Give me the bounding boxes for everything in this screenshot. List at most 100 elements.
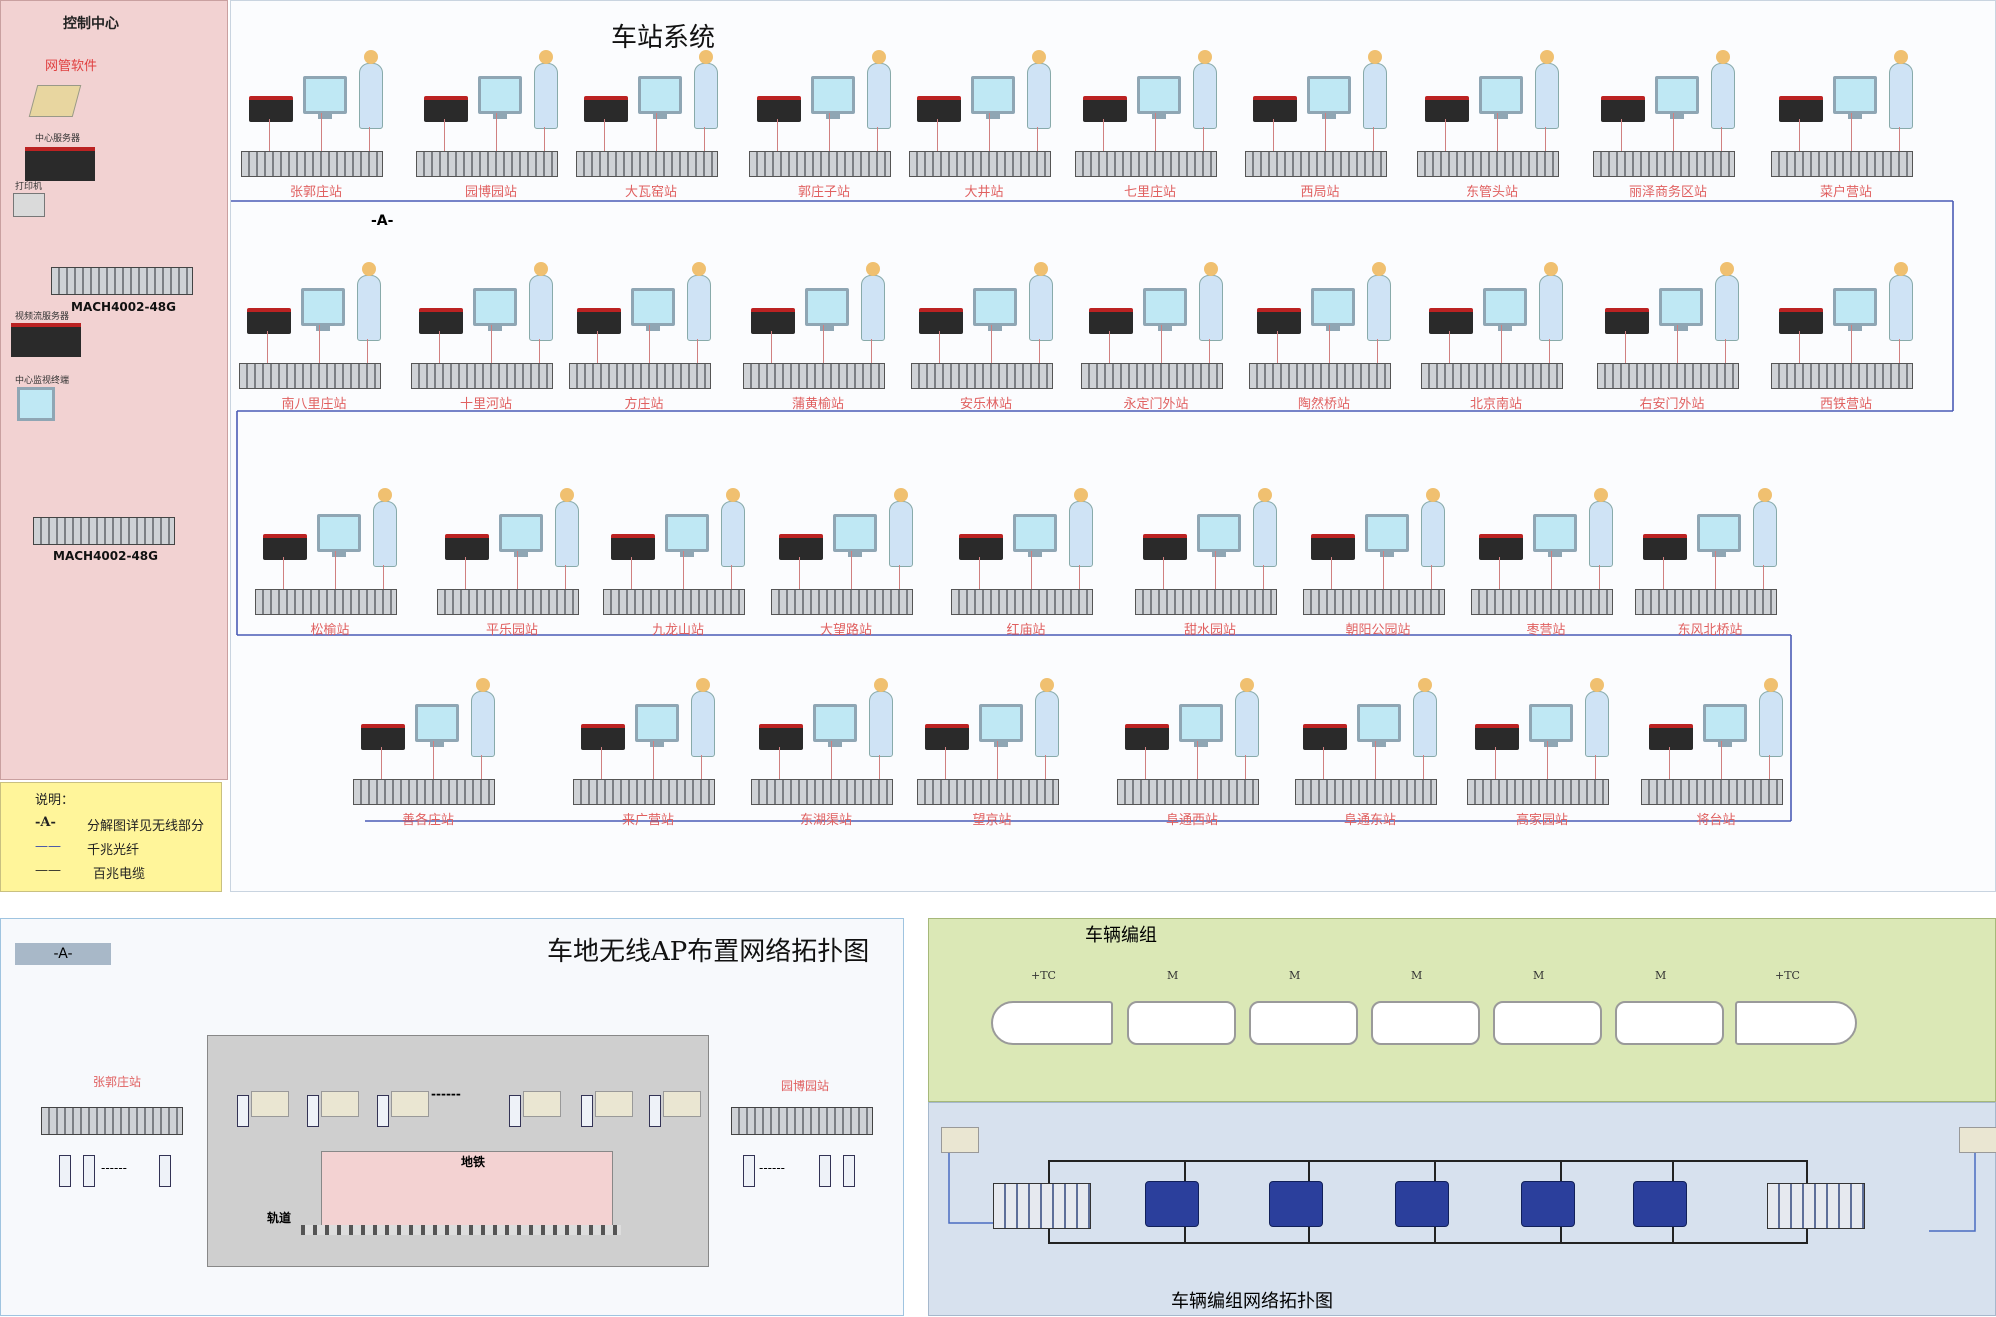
wireless-right-switch[interactable] [731,1107,873,1135]
station-server-icon[interactable] [1143,534,1187,560]
station-server-icon[interactable] [581,724,625,750]
station-server-icon[interactable] [1779,308,1823,334]
wireless-left-switch[interactable] [41,1107,183,1135]
station-3-3[interactable]: 九龙山站 [603,479,753,639]
central-server-icon[interactable] [25,147,95,181]
station-4-4[interactable]: 望京站 [917,669,1067,829]
station-server-icon[interactable] [1429,308,1473,334]
station-server-icon[interactable] [1425,96,1469,122]
station-server-icon[interactable] [249,96,293,122]
station-2-8[interactable]: 北京南站 [1421,253,1571,413]
station-switch[interactable] [1471,589,1613,615]
station-switch[interactable] [1245,151,1387,177]
wireless-ap-6[interactable] [663,1091,701,1117]
station-server-icon[interactable] [759,724,803,750]
station-switch[interactable] [411,363,553,389]
right-media-converter-3[interactable] [843,1155,855,1187]
station-1-4[interactable]: 郭庄子站 [749,41,899,201]
station-switch[interactable] [951,589,1093,615]
wireless-ap-1[interactable] [251,1091,289,1117]
tunnel-converter-6[interactable] [649,1095,661,1127]
station-switch[interactable] [1303,589,1445,615]
station-switch[interactable] [1593,151,1735,177]
station-monitor-icon[interactable] [499,514,543,557]
video-server-icon[interactable] [11,323,81,357]
station-switch[interactable] [911,363,1053,389]
station-switch[interactable] [1117,779,1259,805]
station-server-icon[interactable] [1125,724,1169,750]
station-3-2[interactable]: 平乐园站 [437,479,587,639]
station-switch[interactable] [743,363,885,389]
station-1-10[interactable]: 菜户营站 [1771,41,1921,201]
station-monitor-icon[interactable] [1143,288,1187,331]
train-switch-2[interactable] [1269,1181,1323,1227]
station-monitor-icon[interactable] [973,288,1017,331]
station-server-icon[interactable] [1257,308,1301,334]
station-server-icon[interactable] [1303,724,1347,750]
tunnel-converter-5[interactable] [581,1095,593,1127]
station-switch[interactable] [1135,589,1277,615]
station-4-7[interactable]: 高家园站 [1467,669,1617,829]
station-server-icon[interactable] [757,96,801,122]
station-monitor-icon[interactable] [1307,76,1351,119]
train-car-4[interactable] [1371,1001,1480,1045]
station-switch[interactable] [603,589,745,615]
station-monitor-icon[interactable] [1013,514,1057,557]
station-switch[interactable] [1081,363,1223,389]
station-1-1[interactable]: 张郭庄站 [241,41,391,201]
train-car-5[interactable] [1493,1001,1602,1045]
station-3-8[interactable]: 枣营站 [1471,479,1621,639]
station-monitor-icon[interactable] [1357,704,1401,747]
tunnel-converter-4[interactable] [509,1095,521,1127]
station-monitor-icon[interactable] [665,514,709,557]
train-switch-1[interactable] [1145,1181,1199,1227]
station-3-6[interactable]: 甜水园站 [1135,479,1285,639]
station-switch[interactable] [1075,151,1217,177]
station-2-4[interactable]: 蒲黄榆站 [743,253,893,413]
station-server-icon[interactable] [1083,96,1127,122]
station-4-6[interactable]: 阜通东站 [1295,669,1445,829]
station-monitor-icon[interactable] [1311,288,1355,331]
station-monitor-icon[interactable] [1833,288,1877,331]
station-1-9[interactable]: 丽泽商务区站 [1593,41,1743,201]
core-switch-2[interactable] [33,517,175,545]
station-monitor-icon[interactable] [833,514,877,557]
station-monitor-icon[interactable] [473,288,517,331]
station-2-6[interactable]: 永定门外站 [1081,253,1231,413]
right-media-converter-1[interactable] [743,1155,755,1187]
station-server-icon[interactable] [925,724,969,750]
station-switch[interactable] [1641,779,1783,805]
station-server-icon[interactable] [1253,96,1297,122]
station-1-6[interactable]: 七里庄站 [1075,41,1225,201]
station-server-icon[interactable] [247,308,291,334]
station-monitor-icon[interactable] [813,704,857,747]
station-2-3[interactable]: 方庄站 [569,253,719,413]
station-monitor-icon[interactable] [635,704,679,747]
station-server-icon[interactable] [751,308,795,334]
station-switch[interactable] [1417,151,1559,177]
station-3-1[interactable]: 松榆站 [255,479,405,639]
station-monitor-icon[interactable] [317,514,361,557]
station-monitor-icon[interactable] [979,704,1023,747]
station-switch[interactable] [1467,779,1609,805]
station-switch[interactable] [751,779,893,805]
station-server-icon[interactable] [917,96,961,122]
station-2-2[interactable]: 十里河站 [411,253,561,413]
station-server-icon[interactable] [445,534,489,560]
station-switch[interactable] [1597,363,1739,389]
tunnel-converter-3[interactable] [377,1095,389,1127]
station-monitor-icon[interactable] [1533,514,1577,557]
station-server-icon[interactable] [1475,724,1519,750]
station-4-8[interactable]: 将台站 [1641,669,1791,829]
station-monitor-icon[interactable] [1703,704,1747,747]
station-4-3[interactable]: 东湖渠站 [751,669,901,829]
station-switch[interactable] [749,151,891,177]
station-server-icon[interactable] [779,534,823,560]
station-4-2[interactable]: 来广营站 [573,669,723,829]
right-media-converter-2[interactable] [819,1155,831,1187]
station-monitor-icon[interactable] [415,704,459,747]
station-server-icon[interactable] [1779,96,1823,122]
station-3-4[interactable]: 大望路站 [771,479,921,639]
station-monitor-icon[interactable] [301,288,345,331]
wireless-ap-3[interactable] [391,1091,429,1117]
